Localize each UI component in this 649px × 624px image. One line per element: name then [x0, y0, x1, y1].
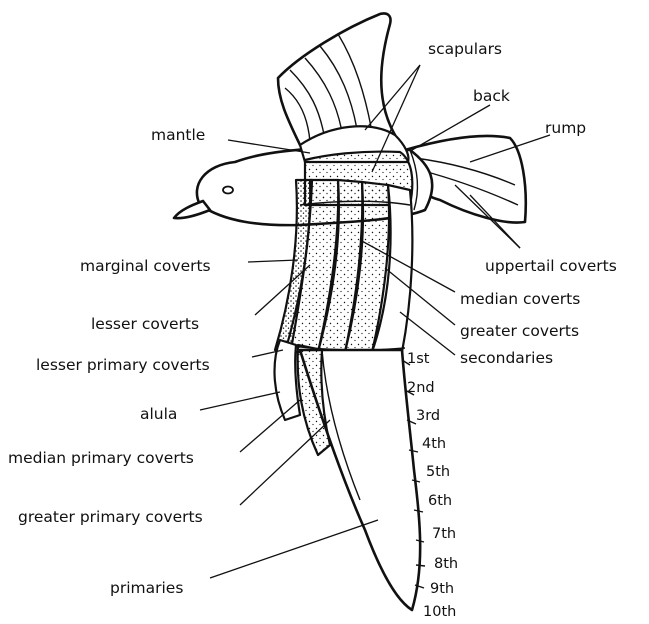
- primary-number: 3rd: [416, 408, 440, 424]
- label-median-primary-coverts: median primary coverts: [8, 449, 194, 467]
- primary-number: 7th: [432, 526, 456, 542]
- label-rump: rump: [545, 119, 586, 137]
- label-greater-coverts: greater coverts: [460, 322, 579, 340]
- label-lesser-primary-coverts: lesser primary coverts: [36, 356, 210, 374]
- primary-number: 5th: [426, 464, 450, 480]
- eye: [223, 187, 233, 194]
- primary-number: 6th: [428, 493, 452, 509]
- primary-number: 4th: [422, 436, 446, 452]
- label-marginal-coverts: marginal coverts: [80, 257, 211, 275]
- primary-number: 8th: [434, 556, 458, 572]
- label-mantle: mantle: [151, 126, 205, 144]
- label-primaries: primaries: [110, 579, 183, 597]
- primary-number: 1st: [407, 351, 430, 367]
- label-alula: alula: [140, 405, 177, 423]
- label-uppertail-coverts: uppertail coverts: [485, 257, 617, 275]
- label-greater-primary-coverts: greater primary coverts: [18, 508, 203, 526]
- primary-number: 2nd: [407, 380, 435, 396]
- bill: [174, 201, 210, 218]
- primary-number: 10th: [423, 604, 456, 620]
- label-median-coverts: median coverts: [460, 290, 580, 308]
- near-wing-primaries: [275, 340, 425, 610]
- label-scapulars: scapulars: [428, 40, 502, 58]
- label-back: back: [473, 87, 510, 105]
- label-secondaries: secondaries: [460, 349, 553, 367]
- primary-number: 9th: [430, 581, 454, 597]
- label-lesser-coverts: lesser coverts: [91, 315, 199, 333]
- far-wing: [278, 13, 395, 145]
